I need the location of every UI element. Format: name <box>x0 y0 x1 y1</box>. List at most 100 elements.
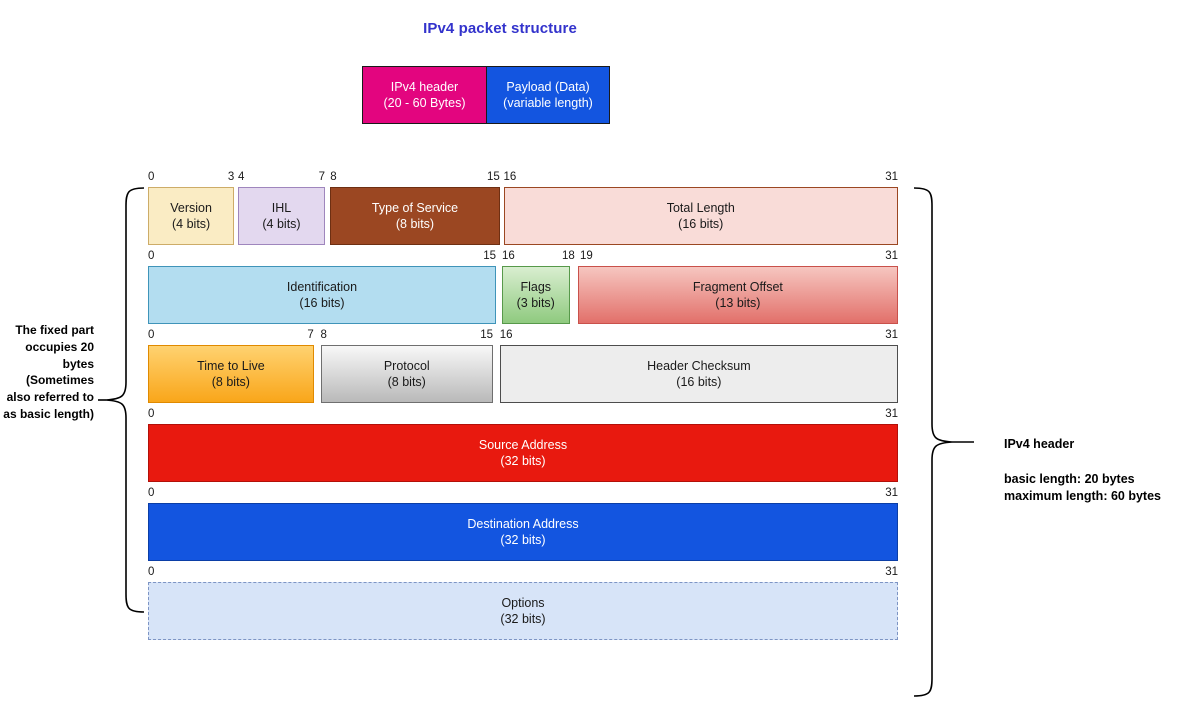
field-source-address: Source Address (32 bits) <box>148 424 898 482</box>
bit-tick: 8 <box>320 329 327 341</box>
bit-ruler-4: 0 31 <box>148 407 898 424</box>
bit-tick: 31 <box>885 487 898 499</box>
bit-tick: 8 <box>330 171 337 183</box>
ipv4-header-brace <box>913 187 974 697</box>
bit-tick: 0 <box>148 329 155 341</box>
field-bit-width: (3 bits) <box>516 296 555 310</box>
bit-tick: 16 <box>502 250 515 262</box>
field-header-checksum: Header Checksum (16 bits) <box>499 345 898 403</box>
bit-tick: 7 <box>318 171 325 183</box>
field-bit-width: (8 bits) <box>211 375 250 389</box>
field-bit-width: (4 bits) <box>172 217 211 231</box>
field-name: Options <box>501 596 545 610</box>
packet-segment-payload: Payload (Data) (variable length) <box>486 67 609 123</box>
packet-header-label: IPv4 header <box>390 80 459 94</box>
field-bit-width: (16 bits) <box>678 217 724 231</box>
field-flags: Flags (3 bits) <box>502 266 570 324</box>
bit-tick: 0 <box>148 408 155 420</box>
field-boxes-5: Destination Address (32 bits) <box>148 503 898 561</box>
field-name: Fragment Offset <box>692 280 783 294</box>
field-identification: Identification (16 bits) <box>148 266 496 324</box>
field-destination-address: Destination Address (32 bits) <box>148 503 898 561</box>
bit-tick: 3 <box>227 171 235 183</box>
bit-tick: 18 <box>561 250 575 262</box>
bit-ruler-2: 0 15 16 18 19 31 <box>148 249 898 266</box>
field-bit-width: (16 bits) <box>676 375 722 389</box>
field-total-length: Total Length (16 bits) <box>503 187 898 245</box>
field-options: Options (32 bits) <box>148 582 898 640</box>
field-bit-width: (32 bits) <box>500 454 546 468</box>
bit-tick: 31 <box>885 171 898 183</box>
bit-tick: 7 <box>307 329 314 341</box>
field-name: Flags <box>520 280 552 294</box>
field-bit-width: (16 bits) <box>299 296 345 310</box>
field-fragment-offset: Fragment Offset (13 bits) <box>577 266 898 324</box>
field-name: Source Address <box>478 438 568 452</box>
packet-header-size: (20 - 60 Bytes) <box>383 96 466 110</box>
bit-tick: 16 <box>499 329 513 341</box>
packet-segment-ipv4-header: IPv4 header (20 - 60 Bytes) <box>363 67 486 123</box>
bit-tick: 15 <box>486 171 500 183</box>
field-bit-width: (32 bits) <box>500 612 546 626</box>
field-ihl: IHL (4 bits) <box>238 187 325 245</box>
fixed-part-note: The fixed part occupies 20 bytes (Someti… <box>3 323 94 421</box>
field-name: Identification <box>286 280 358 294</box>
field-name: IHL <box>271 201 292 215</box>
field-boxes-1: Version (4 bits) IHL (4 bits) Type of Servic… <box>148 187 898 245</box>
field-boxes-6: Options (32 bits) <box>148 582 898 640</box>
field-time-to-live: Time to Live (8 bits) <box>148 345 314 403</box>
field-bit-width: (4 bits) <box>262 217 301 231</box>
ipv4-maximum-length: maximum length: 60 bytes <box>1004 489 1161 503</box>
field-name: Destination Address <box>467 517 579 531</box>
ipv4-basic-length: basic length: 20 bytes <box>1004 472 1135 486</box>
bit-tick: 0 <box>148 250 155 262</box>
field-protocol: Protocol (8 bits) <box>320 345 493 403</box>
fixed-part-brace <box>98 187 145 613</box>
page-title: IPv4 packet structure <box>423 20 577 37</box>
field-boxes-4: Source Address (32 bits) <box>148 424 898 482</box>
bit-tick: 31 <box>885 329 898 341</box>
field-version: Version (4 bits) <box>148 187 235 245</box>
field-boxes-2: Identification (16 bits) Flags (3 bits) Frag… <box>148 266 898 324</box>
bit-ruler-6: 0 31 <box>148 565 898 582</box>
field-bit-width: (32 bits) <box>500 533 546 547</box>
field-name: Time to Live <box>197 359 265 373</box>
field-bit-width: (8 bits) <box>395 217 435 231</box>
bit-ruler-5: 0 31 <box>148 486 898 503</box>
bit-tick: 19 <box>580 250 593 262</box>
packet-overview-bar: IPv4 header (20 - 60 Bytes) Payload (Dat… <box>362 66 610 124</box>
bit-tick: 31 <box>885 408 898 420</box>
field-bit-width: (8 bits) <box>387 375 426 389</box>
field-name: Version <box>170 201 212 215</box>
bit-tick: 4 <box>238 171 245 183</box>
packet-payload-label: Payload (Data) <box>506 80 590 94</box>
field-name: Protocol <box>383 359 430 373</box>
ipv4-header-note: IPv4 header basic length: 20 bytes maxim… <box>1004 436 1191 505</box>
field-name: Header Checksum <box>647 359 751 373</box>
field-type-of-service: Type of Service (8 bits) <box>330 187 500 245</box>
field-name: Type of Service <box>371 201 459 215</box>
bit-tick: 0 <box>148 171 155 183</box>
bit-tick: 31 <box>885 250 898 262</box>
bit-tick: 0 <box>148 566 155 578</box>
bit-tick: 31 <box>885 566 898 578</box>
packet-payload-size: (variable length) <box>503 96 593 110</box>
ipv4-header-note-heading: IPv4 header <box>1004 437 1075 451</box>
note-spacer <box>1004 453 1191 471</box>
bit-tick: 15 <box>480 329 493 341</box>
bit-tick: 16 <box>503 171 517 183</box>
bit-tick: 15 <box>483 250 496 262</box>
field-bit-width: (13 bits) <box>715 296 761 310</box>
field-boxes-3: Time to Live (8 bits) Protocol (8 bits) Head… <box>148 345 898 403</box>
bit-tick: 0 <box>148 487 155 499</box>
field-name: Total Length <box>666 201 735 215</box>
